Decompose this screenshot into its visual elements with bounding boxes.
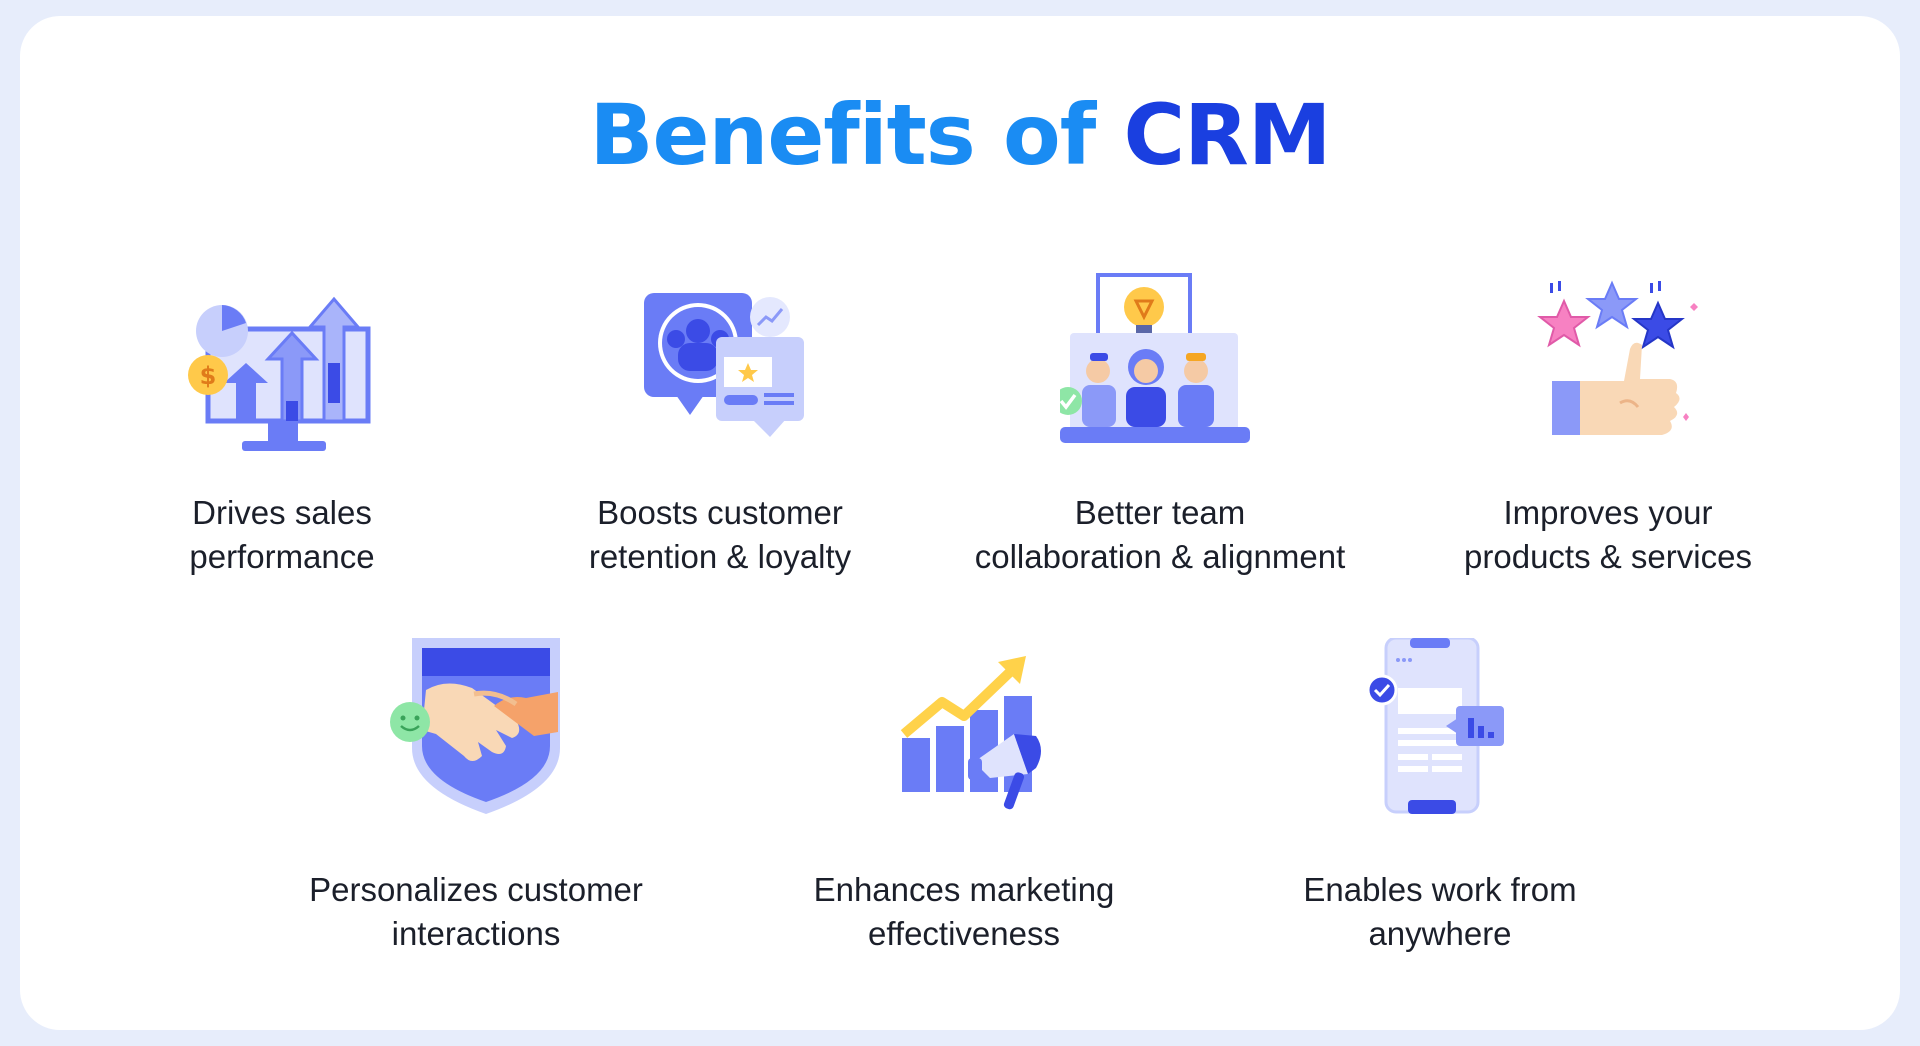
- benefit-boosts-retention: Boosts customer retention & loyalty: [500, 271, 940, 591]
- benefits-card: Benefits of CRM $ Drives sales performan…: [20, 16, 1900, 1030]
- benefit-line-1: Boosts customer: [597, 494, 843, 531]
- handshake-shield-icon: [376, 638, 576, 828]
- benefit-team-collaboration: Better team collaboration & alignment: [940, 271, 1380, 591]
- benefit-line-1: Better team: [1074, 494, 1246, 531]
- benefit-line-2: anywhere: [1368, 915, 1512, 952]
- page-title: Benefits of CRM: [20, 86, 1900, 184]
- benefit-line-2: collaboration & alignment: [974, 538, 1346, 575]
- benefit-line-2: products & services: [1464, 538, 1752, 575]
- team-laptop-idea-icon: [1060, 271, 1260, 461]
- benefit-line-1: Drives sales: [192, 494, 372, 531]
- title-part-1: Benefits of: [589, 86, 1124, 184]
- benefit-line-1: Enhances marketing: [813, 871, 1115, 908]
- benefit-label: Drives sales performance: [62, 491, 502, 579]
- benefit-line-1: Enables work from: [1303, 871, 1577, 908]
- benefit-line-2: retention & loyalty: [588, 538, 852, 575]
- benefit-label: Improves your products & services: [1388, 491, 1828, 579]
- customer-group-chat-icon: [620, 271, 820, 461]
- benefit-line-2: performance: [189, 538, 375, 575]
- benefit-label: Better team collaboration & alignment: [940, 491, 1380, 579]
- benefit-label: Enables work from anywhere: [1220, 868, 1660, 956]
- mobile-phone-report-icon: [1340, 638, 1540, 828]
- benefit-label: Personalizes customer interactions: [256, 868, 696, 956]
- benefit-improves-products: Improves your products & services: [1388, 271, 1828, 591]
- benefit-personalizes-interactions: Personalizes customer interactions: [256, 638, 696, 958]
- benefit-work-from-anywhere: Enables work from anywhere: [1220, 638, 1660, 958]
- benefit-line-2: interactions: [391, 915, 561, 952]
- benefit-line-2: effectiveness: [867, 915, 1060, 952]
- benefit-line-1: Improves your: [1503, 494, 1713, 531]
- benefit-label: Enhances marketing effectiveness: [744, 868, 1184, 956]
- title-part-2: CRM: [1123, 86, 1332, 184]
- benefit-drives-sales: $ Drives sales performance: [62, 271, 502, 591]
- benefit-enhances-marketing: Enhances marketing effectiveness: [744, 638, 1184, 958]
- megaphone-growth-chart-icon: [864, 638, 1064, 828]
- benefit-line-1: Personalizes customer: [309, 871, 643, 908]
- thumbs-up-stars-icon: [1508, 271, 1708, 461]
- svg-text:$: $: [200, 362, 217, 390]
- sales-chart-monitor-icon: $: [182, 271, 382, 461]
- benefit-label: Boosts customer retention & loyalty: [500, 491, 940, 579]
